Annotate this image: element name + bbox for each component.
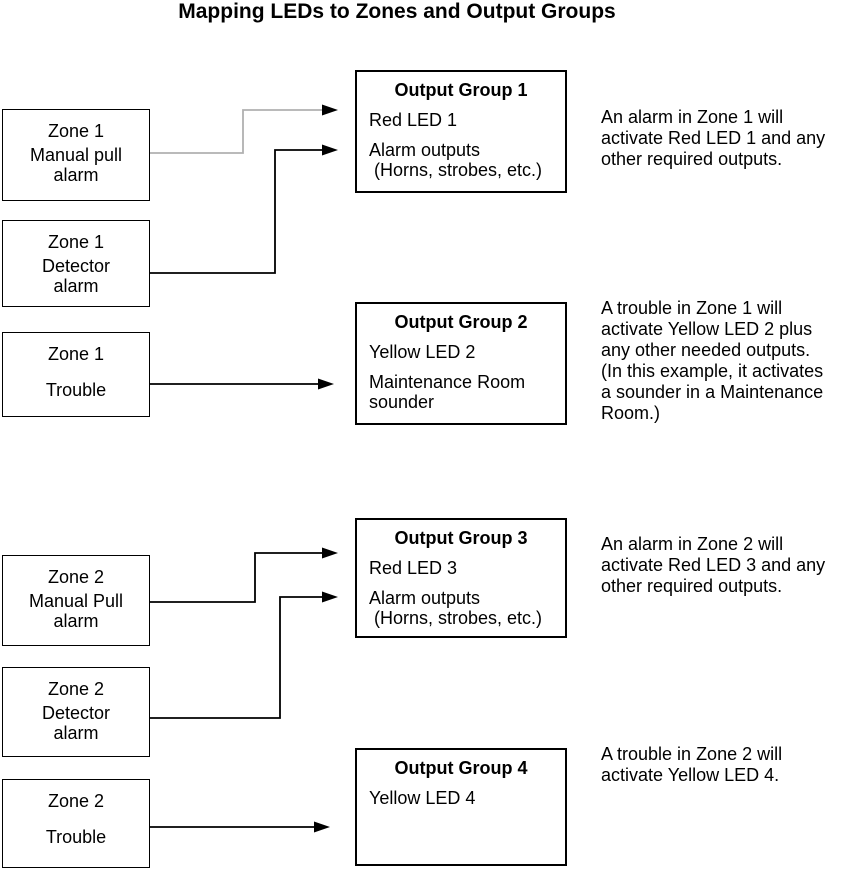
zone-box-zone1-detector: Zone 1 Detector alarm: [2, 220, 150, 307]
note-zone2-trouble: A trouble in Zone 2 will activate Yellow…: [601, 744, 854, 786]
note-line: other required outputs.: [601, 149, 783, 169]
output-group-4-box: Output Group 4 Yellow LED 4: [355, 748, 567, 866]
output-group-line: Alarm outputs: [369, 140, 481, 160]
output-group-title: Output Group 4: [394, 758, 528, 778]
diagram-title: Mapping LEDs to Zones and Output Groups: [178, 0, 616, 23]
note-line: A trouble in Zone 1 will: [601, 298, 783, 318]
zone-label: Zone 1: [47, 344, 105, 364]
zone-event-line: Detector: [41, 703, 111, 723]
arrowhead-zone2-detector-to-og3: [322, 591, 338, 603]
connector-zone2-detector-to-og3: [150, 596, 322, 719]
note-line: Room.): [601, 403, 661, 423]
zone-event-line: Trouble: [45, 380, 107, 400]
zone-event-line: Manual pull: [29, 145, 123, 165]
arrowhead-zone1-manual-to-og1: [322, 104, 338, 116]
zone-event-line: Detector: [41, 256, 111, 276]
zone-label: Zone 2: [47, 791, 105, 811]
zone-box-zone1-manual-pull: Zone 1 Manual pull alarm: [2, 109, 150, 201]
note-zone1-alarm: An alarm in Zone 1 will activate Red LED…: [601, 107, 854, 170]
output-group-line: (Horns, strobes, etc.): [369, 608, 543, 628]
zone-event-line: Manual Pull: [28, 591, 124, 611]
zone-box-zone1-trouble: Zone 1 Trouble: [2, 332, 150, 417]
connector-zone1-detector-to-og1: [150, 149, 322, 274]
note-zone2-alarm: An alarm in Zone 2 will activate Red LED…: [601, 534, 854, 597]
note-line: activate Red LED 1 and any: [601, 128, 826, 148]
output-group-line: Yellow LED 2: [369, 342, 476, 362]
output-group-line: Yellow LED 4: [369, 788, 476, 808]
note-line: a sounder in a Maintenance: [601, 382, 824, 402]
arrowhead-zone1-trouble-to-og2: [318, 378, 334, 390]
arrowhead-zone2-manual-to-og3: [322, 547, 338, 559]
zone-label: Zone 1: [47, 121, 105, 141]
zone-label: Zone 2: [47, 679, 105, 699]
note-line: other required outputs.: [601, 576, 783, 596]
output-group-3-box: Output Group 3 Red LED 3 Alarm outputs (…: [355, 518, 567, 638]
arrowhead-zone2-trouble-to-og4: [314, 821, 330, 833]
note-line: activate Yellow LED 2 plus: [601, 319, 813, 339]
output-group-line: Red LED 3: [369, 558, 458, 578]
output-group-2-box: Output Group 2 Yellow LED 2 Maintenance …: [355, 302, 567, 425]
zone-event-line: alarm: [53, 611, 99, 631]
arrowhead-zone1-detector-to-og1: [322, 144, 338, 156]
output-group-title: Output Group 1: [394, 80, 528, 100]
note-line: An alarm in Zone 1 will: [601, 107, 784, 127]
zone-label: Zone 2: [47, 567, 105, 587]
zone-event-line: alarm: [53, 276, 99, 296]
note-line: activate Yellow LED 4.: [601, 765, 780, 785]
zone-box-zone2-detector: Zone 2 Detector alarm: [2, 667, 150, 757]
output-group-line: sounder: [369, 392, 435, 412]
note-line: activate Red LED 3 and any: [601, 555, 826, 575]
zone-box-zone2-trouble: Zone 2 Trouble: [2, 779, 150, 868]
zone-box-zone2-manual-pull: Zone 2 Manual Pull alarm: [2, 555, 150, 646]
note-zone1-trouble: A trouble in Zone 1 will activate Yellow…: [601, 298, 854, 424]
note-line: any other needed outputs.: [601, 340, 811, 360]
note-line: A trouble in Zone 2 will: [601, 744, 783, 764]
output-group-line: (Horns, strobes, etc.): [369, 160, 543, 180]
output-group-1-box: Output Group 1 Red LED 1 Alarm outputs (…: [355, 70, 567, 193]
zone-event-line: Trouble: [45, 827, 107, 847]
output-group-line: Red LED 1: [369, 110, 458, 130]
zone-event-line: alarm: [53, 723, 99, 743]
output-group-title: Output Group 2: [394, 312, 528, 332]
output-group-title: Output Group 3: [394, 528, 528, 548]
connector-zone1-manual-to-og1: [150, 109, 322, 154]
zone-event-line: alarm: [53, 165, 99, 185]
note-line: An alarm in Zone 2 will: [601, 534, 784, 554]
output-group-line: Maintenance Room: [369, 372, 526, 392]
zone-label: Zone 1: [47, 232, 105, 252]
note-line: (In this example, it activates: [601, 361, 824, 381]
connector-zone2-manual-to-og3: [150, 552, 322, 603]
output-group-line: Alarm outputs: [369, 588, 481, 608]
